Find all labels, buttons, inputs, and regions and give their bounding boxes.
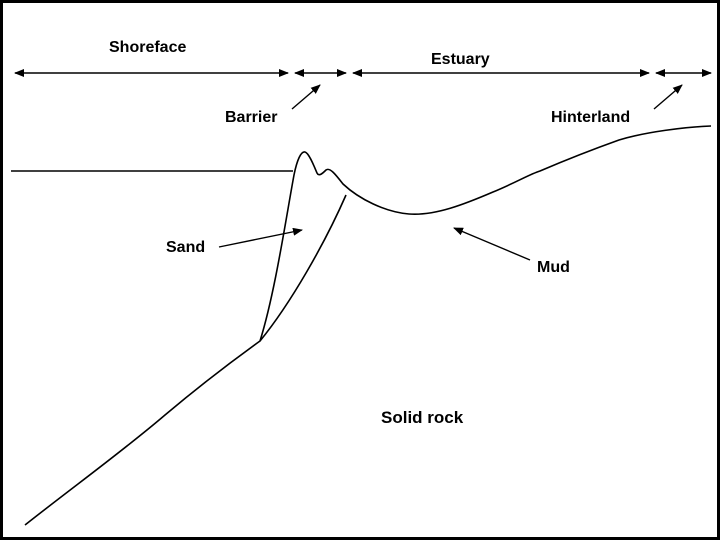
region-label-shoreface: Shoreface (109, 39, 187, 56)
material-label-mud: Mud (537, 259, 570, 276)
cross-section-drawing (11, 69, 712, 526)
leader-arrow-mud (453, 227, 531, 261)
material-label-sand: Sand (166, 239, 206, 256)
sand-mud-boundary-line (259, 194, 347, 342)
region-label-estuary: Estuary (431, 51, 490, 68)
region-label-barrier: Barrier (225, 109, 278, 126)
material-label-solid-rock: Solid rock (381, 408, 464, 427)
leader-arrow-sand (218, 227, 303, 248)
region-label-hinterland: Hinterland (551, 109, 631, 126)
terrain-profile-line (24, 125, 712, 526)
leader-arrow-hinterland (653, 84, 683, 110)
leader-arrow-barrier (291, 84, 321, 110)
